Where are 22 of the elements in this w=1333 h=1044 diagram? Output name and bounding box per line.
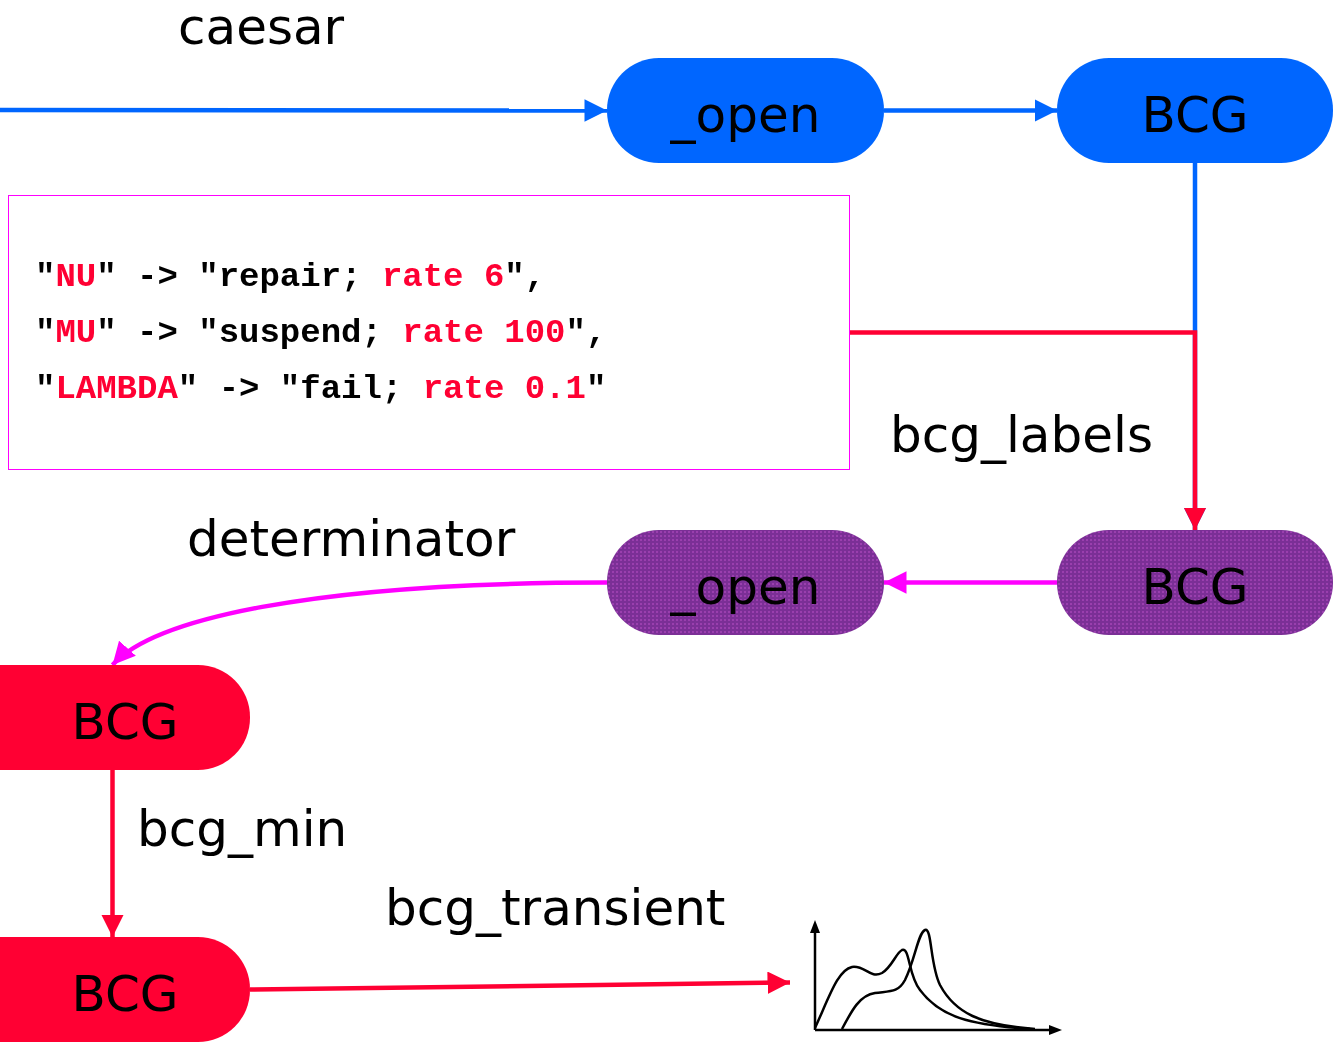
process-pill: BCG xyxy=(1057,530,1333,635)
process-pill: _open xyxy=(607,58,884,163)
edge-label: bcg_transient xyxy=(385,881,726,936)
process-pill: BCG xyxy=(1057,58,1333,163)
code-line: "MU" -> "suspend; rate 100", xyxy=(35,312,608,354)
arrow xyxy=(249,971,791,995)
arrow xyxy=(101,770,124,937)
code-line: "NU" -> "repair; rate 6", xyxy=(35,256,547,298)
edge-label: bcg_min xyxy=(137,802,348,857)
edge-label: determinator xyxy=(187,512,516,567)
edge-label: bcg_labels xyxy=(890,408,1153,463)
process-pill: BCG xyxy=(0,937,250,1042)
arrow xyxy=(850,330,1207,530)
code-line: "LAMBDA" -> "fail; rate 0.1" xyxy=(35,368,608,410)
edge-label: caesar xyxy=(178,0,345,55)
process-pill: _open xyxy=(607,530,884,635)
process-pill: BCG xyxy=(0,665,250,770)
arrow xyxy=(884,571,1057,594)
arrow xyxy=(0,99,607,122)
arrow xyxy=(884,99,1057,122)
code-box xyxy=(8,195,850,470)
arrow xyxy=(111,580,608,667)
